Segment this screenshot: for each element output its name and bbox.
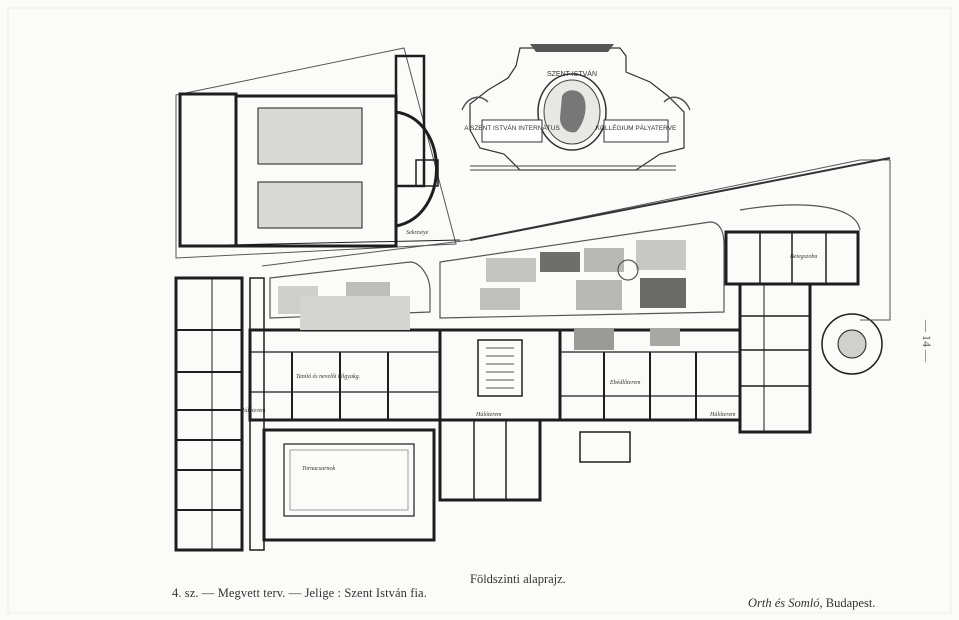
architects-name: Orth és Somló [748,596,820,610]
svg-text:Hálóterem: Hálóterem [475,412,502,418]
plan-number-and-motto: 4. sz. — Megvett terv. — Jelige : Szent … [172,586,427,600]
svg-text:Ebédlőterem: Ebédlőterem [609,379,641,386]
architects-city: , Budapest. [819,596,876,610]
svg-text:Betegszoba: Betegszoba [790,254,817,260]
cartouche-top-text: SZENT ISTVÁN [547,69,597,78]
garden [261,157,891,350]
svg-text:Sekrestye: Sekrestye [406,230,429,236]
right-wing [724,230,883,434]
page-number: — 14 — [920,320,934,362]
title-cartouche: A SZENT ISTVÁN INTERNÁTUS KOLLÉGIUM PÁLY… [461,44,691,171]
cartouche-left-text: A SZENT ISTVÁN INTERNÁTUS [464,123,560,132]
svg-text:Tanító és nevelői tálgyakg.: Tanító és nevelői tálgyakg. [296,373,360,380]
cartouche-right-text: KOLLÉGIUM PÁLYATERVE [596,123,677,132]
svg-text:Hálóterem: Hálóterem [709,412,736,418]
architects-credit: Orth és Somló, Budapest. [748,596,875,611]
svg-text:Tornacsarnok: Tornacsarnok [302,466,335,472]
chapel-block [175,47,461,259]
svg-text:Hálóterem: Hálóterem [239,408,266,414]
gymnasium-block [262,428,436,542]
room-labels: Tanító és nevelői tálgyakg. Ebédlőterem … [239,230,817,472]
plan-title: Földszinti alaprajz. [470,572,566,586]
